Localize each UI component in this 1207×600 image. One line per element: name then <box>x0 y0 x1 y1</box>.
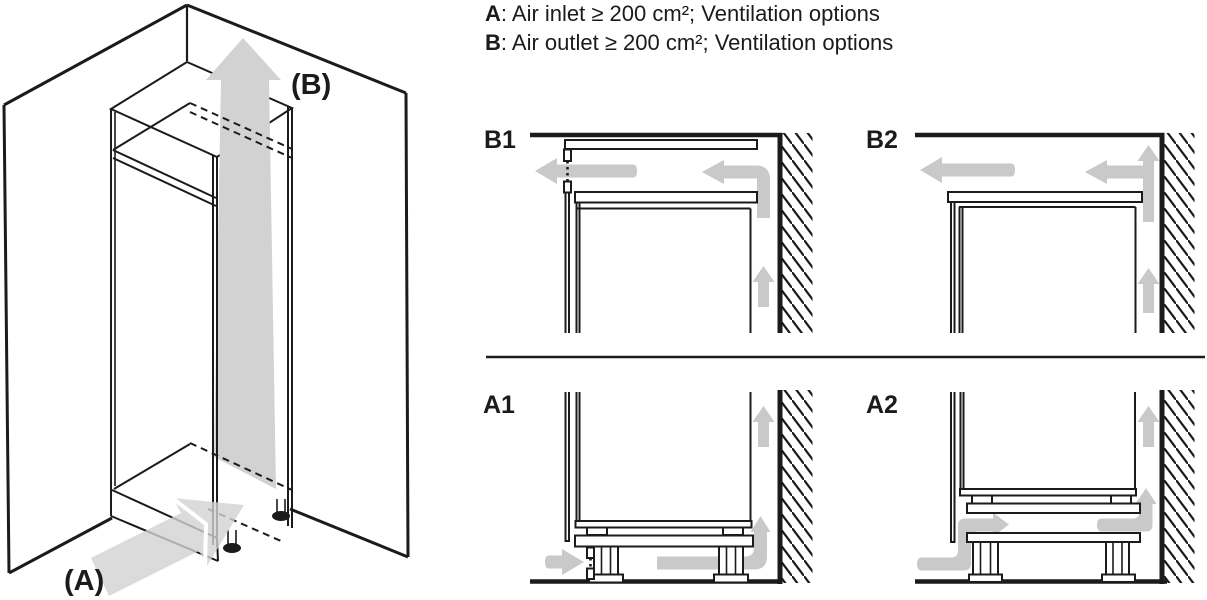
pedestal-leg <box>588 545 624 584</box>
airflow-up-arrow-icon <box>1137 406 1160 447</box>
pedestal-platform <box>966 532 1141 543</box>
room-walls <box>2 3 410 575</box>
vent-gap-block-top <box>586 546 595 559</box>
appliance-top-panel <box>574 191 758 204</box>
airflow-inlet-arrow-icon <box>91 495 244 596</box>
legend-line-b: B: Air outlet ≥ 200 cm²; Ventilation opt… <box>485 30 893 55</box>
diagram-b1-label: B1 <box>484 126 516 154</box>
legend: A: Air inlet ≥ 200 cm²; Ventilation opti… <box>485 1 893 55</box>
diagram-a2-label: A2 <box>866 391 898 419</box>
isometric-illustration: (A) (B) <box>2 3 410 597</box>
diagram-b1: B1 <box>484 126 813 333</box>
airflow-branch-left-arrow-icon <box>1085 160 1154 184</box>
airflow-left-arrow-icon <box>535 158 637 184</box>
wall-hatching <box>782 133 813 333</box>
appliance-body <box>959 392 1136 489</box>
plinth-panel <box>574 534 754 548</box>
diagram-b2: B2 <box>866 126 1195 333</box>
cabinet-back-edges <box>287 106 293 528</box>
cabinet-shelf <box>112 102 217 207</box>
airflow-up-column-icon <box>206 38 281 489</box>
diagram-a1-label: A1 <box>483 391 515 419</box>
appliance-bottom-panel <box>959 488 1137 497</box>
airflow-left-arrow-icon <box>920 157 1015 183</box>
appliance-body <box>575 202 752 333</box>
wall-hatching <box>782 390 813 583</box>
airflow-up-arrow-icon <box>1137 268 1160 313</box>
hinge-block-bottom <box>563 180 572 194</box>
appliance-foot <box>586 526 608 536</box>
pedestal-leg <box>713 545 749 584</box>
furniture-door <box>950 202 956 333</box>
inlet-label: (A) <box>64 565 104 597</box>
appliance-feet <box>223 499 290 553</box>
appliance-foot <box>722 526 744 536</box>
appliance-body <box>575 392 752 521</box>
diagram-b2-label: B2 <box>866 126 898 154</box>
diagram-a1: A1 <box>483 390 813 584</box>
base-panel <box>966 502 1141 514</box>
vent-gap-block-bottom <box>586 567 595 580</box>
legend-line-a: A: Air inlet ≥ 200 cm²; Ventilation opti… <box>485 1 880 26</box>
airflow-elbow-up-arrow-icon <box>1097 488 1157 532</box>
airflow-elbow-arrow-icon <box>702 160 770 218</box>
airflow-elbow-up-arrow-icon <box>657 516 771 570</box>
airflow-inlet-arrow-icon <box>545 549 584 575</box>
airflow-up-arrow-icon <box>752 406 775 447</box>
airflow-s-inlet-arrow-icon <box>917 512 1009 571</box>
top-panel <box>947 191 1143 203</box>
appliance-foot <box>971 494 993 505</box>
hinge-block-top <box>563 148 572 162</box>
appliance-foot <box>1110 494 1132 505</box>
cabinet-front-edges <box>110 109 218 547</box>
outlet-label: (B) <box>291 69 331 101</box>
diagram-a2: A2 <box>866 390 1195 584</box>
wall-hatching <box>1164 133 1195 333</box>
appliance-body <box>958 206 1137 333</box>
appliance-bottom-panel <box>574 520 753 529</box>
furniture-door <box>564 392 570 542</box>
airflow-up-channel-arrow-icon <box>1137 145 1160 222</box>
airflow-up-arrow-icon <box>752 266 775 307</box>
furniture-door <box>564 193 570 333</box>
pedestal-leg <box>1101 541 1136 583</box>
pedestal-leg <box>968 541 1003 583</box>
top-panel <box>564 139 758 150</box>
furniture-door <box>950 392 956 543</box>
wall-hatching <box>1164 390 1195 583</box>
